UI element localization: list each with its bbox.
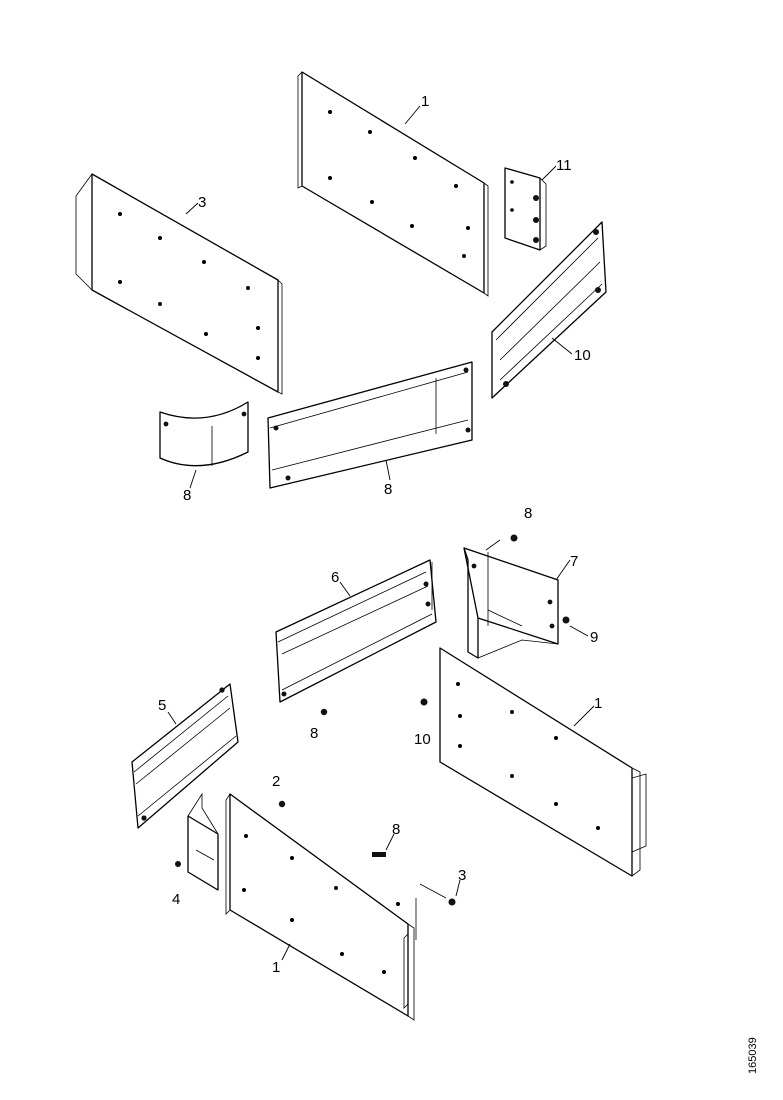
lower-callouts: 8 7 6 9 8 10 1 5 2 8 4 3 1 [158,505,602,976]
callout-lower-3: 3 [458,867,466,884]
callout-upper-8-left: 8 [183,487,191,504]
lower-channel-part-5 [131,683,239,829]
callout-lower-1-right: 1 [594,695,602,712]
callout-lower-6: 6 [331,569,339,586]
screw-icon [372,852,386,857]
figure-id-label: 165039 [747,1037,759,1074]
upper-bracket-part-11 [504,167,547,251]
screw-icon [278,800,286,808]
callout-lower-4: 4 [172,891,180,908]
screw-icon [448,898,456,906]
screw-icon [320,708,328,716]
callout-lower-8-top: 8 [524,505,532,522]
lower-left-panel-part-1 [225,793,415,1021]
callout-lower-1-left: 1 [272,959,280,976]
callout-upper-8-middle: 8 [384,481,392,498]
callout-lower-8-right: 8 [392,821,400,838]
upper-curved-end-part-8 [159,401,249,467]
callout-upper-10: 10 [574,347,591,364]
lower-corner-bracket-part-7 [463,547,559,659]
upper-channel-part-10 [491,221,607,399]
callout-lower-7: 7 [570,553,578,570]
callout-lower-5: 5 [158,697,166,714]
screw-icon [510,534,518,542]
callout-lower-10: 10 [414,731,431,748]
callout-upper-1: 1 [421,93,429,110]
upper-side-panel-part-3 [75,173,283,395]
lower-channel-part-6 [275,559,437,703]
hardware-screws [278,534,570,940]
callout-upper-11: 11 [556,157,572,174]
upper-callouts: 1 11 3 10 8 8 [183,93,591,504]
screw-icon [562,616,570,624]
lower-bracket-part-4 [175,792,219,891]
lower-right-panel-part-1 [439,647,647,877]
callout-lower-2: 2 [272,773,280,790]
callout-upper-3: 3 [198,194,206,211]
screw-icon [420,698,428,706]
callout-lower-9: 9 [590,629,598,646]
upper-panel-part-1 [297,71,489,297]
upper-rail-part-8 [267,361,473,489]
callout-lower-8-mid: 8 [310,725,318,742]
